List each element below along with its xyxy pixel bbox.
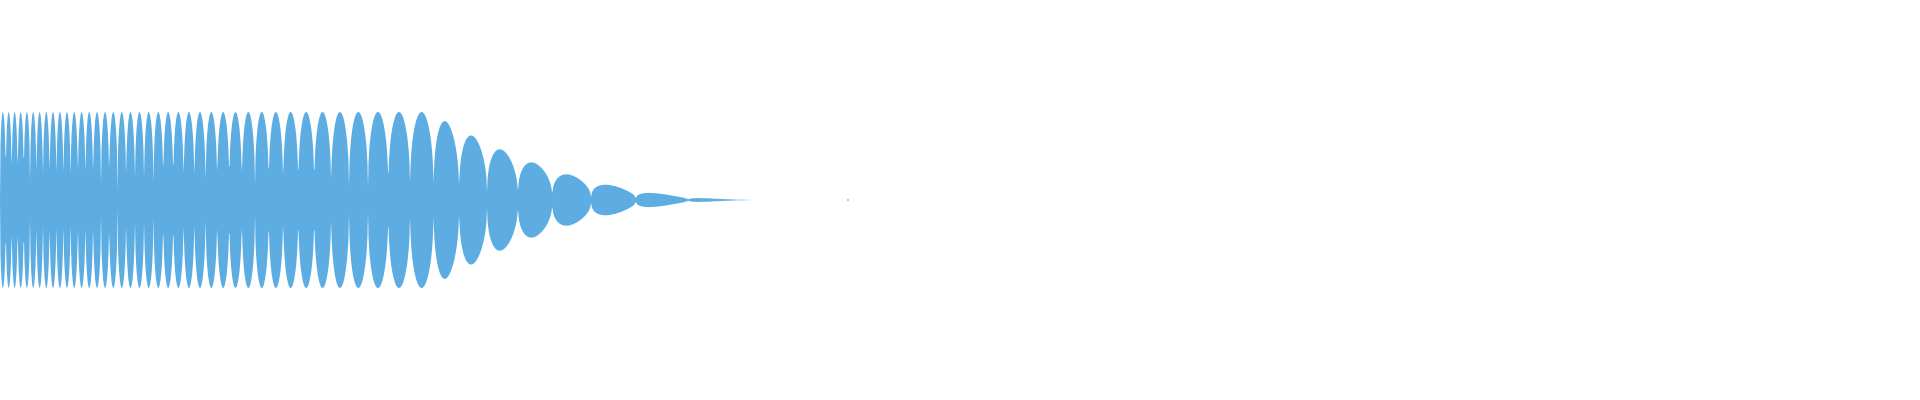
waveform-trailing-blip xyxy=(847,198,849,202)
waveform-path xyxy=(0,112,775,288)
